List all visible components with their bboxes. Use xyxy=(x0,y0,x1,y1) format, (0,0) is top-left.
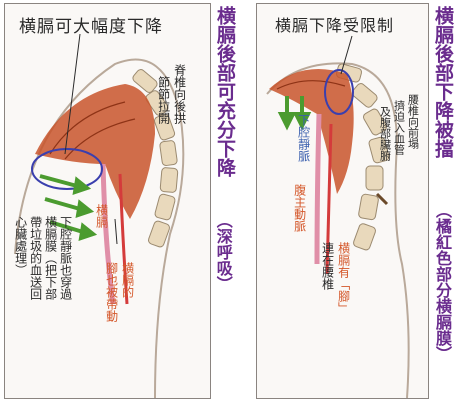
left-label-vena-1: 下腔靜脈也穿過 xyxy=(58,216,73,300)
right-anatomy-drawing xyxy=(266,35,410,398)
left-aorta xyxy=(118,173,129,305)
right-label-foot-2: 連在腰椎 xyxy=(320,242,335,290)
right-diaphragm-muscle xyxy=(269,69,354,194)
right-label-vena: 下腔靜脈 xyxy=(296,114,311,162)
middle-caption-main: 横膈後部可充分下降 xyxy=(213,6,236,177)
right-spine-note-2: 擠迫入血管 xyxy=(392,100,406,155)
left-spine-note-2: 節節拉開 xyxy=(156,76,171,124)
left-label-vena-4: 心臟處理） xyxy=(13,216,28,276)
right-caption-sub-text: （橘紅色部分横膈膜） xyxy=(433,202,452,362)
right-label-aorta: 腹主動脈 xyxy=(292,184,307,232)
right-caption-sub: （橘紅色部分横膈膜） xyxy=(433,202,452,362)
left-spine-note-1: 脊椎向後拱 xyxy=(172,64,187,124)
right-caption-main: 横膈後部下降被擋 xyxy=(431,6,454,158)
right-label-foot-1: 横膈有「腳」 xyxy=(336,242,351,314)
left-title: 横膈可大幅度下降 xyxy=(19,17,163,37)
left-illustration-panel: 横膈可大幅度下降 脊椎向後拱 節節拉開 横膈 横膈的 腳也被帶動 下腔靜脈也穿過… xyxy=(4,3,211,399)
left-label-vena-2: 横膈膜（把下部 xyxy=(43,216,58,300)
left-spine xyxy=(132,69,179,248)
left-diaphragm-muscle xyxy=(35,84,155,219)
right-highlight-ellipse xyxy=(324,69,354,115)
left-downward-arrows xyxy=(39,174,98,241)
right-aorta xyxy=(325,123,333,275)
right-spine-note-1: 腰椎向前塌 xyxy=(406,94,420,149)
left-highlight-ellipse xyxy=(31,148,103,190)
right-spine-note-3: 及腹部臟腑 xyxy=(378,106,392,161)
left-label-foot-2: 腳也被帶動 xyxy=(104,262,119,322)
right-body-outline xyxy=(266,62,410,398)
left-label-foot-1: 横膈的 xyxy=(120,262,135,298)
right-downward-arrows xyxy=(277,96,312,131)
left-vena-cava xyxy=(100,163,116,305)
right-title: 横膈下降受限制 xyxy=(275,16,395,35)
left-label-vena-3: 帶垃圾的血送回 xyxy=(28,216,43,300)
right-illustration-panel: 横膈下降受限制 腰椎向前塌 擠迫入血管 及腹部臟腑 下腔靜脈 腹主動脈 横膈有「… xyxy=(256,3,429,399)
left-anatomy-drawing xyxy=(14,33,185,398)
left-label-diaphragm: 横膈 xyxy=(94,204,109,228)
right-vena-cava xyxy=(314,113,322,265)
middle-caption-sub: （深呼吸） xyxy=(213,212,233,292)
